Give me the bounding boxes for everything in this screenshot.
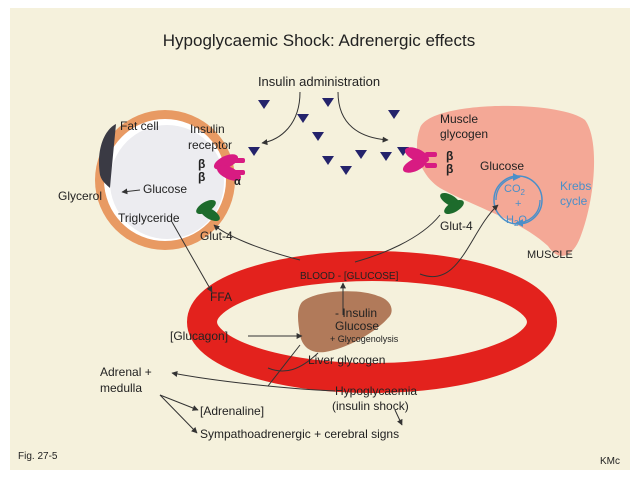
insulin-shock-label: (insulin shock) <box>332 399 409 413</box>
receptor-icon <box>213 154 245 181</box>
beta-label-2: β <box>198 170 205 184</box>
adrenal-label-2: medulla <box>100 381 142 395</box>
muscle-glycogen-label-2: glycogen <box>440 127 488 141</box>
arrow-hypo-adrenal <box>171 371 336 392</box>
arrow-insulin-to-fat <box>261 91 301 146</box>
adrenal-label-1: Adrenal + <box>100 365 152 379</box>
co2-subscript: 2 <box>521 188 526 197</box>
h2o-h-text: H <box>506 214 514 226</box>
triangle-icon <box>388 110 400 119</box>
arrow-insulin-to-muscle <box>337 91 389 143</box>
triangle-icon <box>312 132 324 141</box>
arrow-adrenal-signs <box>159 394 198 434</box>
beta-muscle-label-2: β <box>446 162 453 176</box>
adrenaline-label: [Adrenaline] <box>200 404 264 418</box>
triangle-icon <box>248 147 260 156</box>
triangle-icon <box>322 98 334 107</box>
h2o-o-text: O <box>518 214 527 226</box>
pathway-arrows <box>121 91 499 434</box>
arrow-adrenal-adrenaline <box>159 394 199 411</box>
glucose-liver-label: Glucose <box>335 319 379 333</box>
labels: Insulin administration Fat cell Insulin … <box>18 74 620 467</box>
glucagon-label: [Glucagon] <box>170 329 228 343</box>
alpha-label: α <box>234 176 241 188</box>
triangle-icon <box>380 152 392 161</box>
insulin-administration-label: Insulin administration <box>258 74 380 89</box>
sympathoadrenergic-label: Sympathoadrenergic + cerebral signs <box>200 427 399 441</box>
triangle-icon <box>340 166 352 175</box>
diagram-title: Hypoglycaemic Shock: Adrenergic effects <box>163 31 475 50</box>
author-initials: KMc <box>600 456 620 467</box>
arrow-hypo-signs <box>394 409 403 426</box>
triangle-icon <box>297 114 309 123</box>
glucose-fat-label: Glucose <box>143 182 187 196</box>
receptor-icon <box>402 147 437 173</box>
arrow-glucose-glycerol <box>121 188 141 195</box>
arrow-muscle-to-blood <box>354 214 441 263</box>
triglyceride-label: Triglyceride <box>118 211 180 225</box>
krebs-arrow-2 <box>515 199 541 227</box>
minus-insulin-label: - Insulin <box>335 306 377 320</box>
co2-text: CO <box>504 183 521 195</box>
triangle-icon <box>322 156 334 165</box>
arrow-blood-to-fat <box>213 224 301 261</box>
liver-shape <box>298 291 392 353</box>
background-panel <box>10 8 630 470</box>
beta-muscle-label-1: β <box>446 149 453 163</box>
blood-ring <box>187 251 557 393</box>
co2-label: CO2 <box>504 183 526 197</box>
insulin-receptor-label-1: Insulin <box>190 122 225 136</box>
glucose-muscle-label: Glucose <box>480 159 524 173</box>
glycogenolysis-label: + Glycogenolysis <box>330 334 399 344</box>
triangle-icon <box>355 150 367 159</box>
muscle-label: MUSCLE <box>527 249 573 261</box>
krebs-label-2: cycle <box>560 194 588 208</box>
arrow-blood-to-muscle <box>419 204 499 277</box>
muscle-glycogen-label-1: Muscle <box>440 112 478 126</box>
glut4-icon <box>196 200 220 221</box>
glut4-fat-label: Glut-4 <box>200 229 233 243</box>
krebs-label-1: Krebs <box>560 179 591 193</box>
fat-cell-label: Fat cell <box>120 119 159 133</box>
glut4-icon <box>440 193 464 214</box>
glut4-muscle-label: Glut-4 <box>440 219 473 233</box>
h2o-label: H2O <box>506 214 527 228</box>
glycerol-label: Glycerol <box>58 189 102 203</box>
h2o-subscript: 2 <box>514 219 519 228</box>
arrow-triglyceride-ffa <box>171 221 213 293</box>
blood-glucose-label: BLOOD - [GLUCOSE] <box>300 271 399 282</box>
fat-cell-inner <box>110 125 224 239</box>
insulin-molecules <box>248 98 409 175</box>
beta-label-1: β <box>198 157 205 171</box>
liver-glycogen-label: Liver glycogen <box>308 353 385 367</box>
figure-number: Fig. 27-5 <box>18 451 58 462</box>
hypoglycaemia-label: Hypoglycaemia <box>335 384 417 398</box>
triangle-icon <box>258 100 270 109</box>
krebs-arrow-1 <box>495 173 521 201</box>
arrow-hypo-liver <box>267 344 301 387</box>
insulin-receptor-label-2: receptor <box>188 138 232 152</box>
arrow-liver-glycogen <box>267 352 319 372</box>
ffa-label: FFA <box>210 290 232 304</box>
fat-droplet-icon <box>98 124 116 188</box>
plus-label: + <box>515 198 521 210</box>
